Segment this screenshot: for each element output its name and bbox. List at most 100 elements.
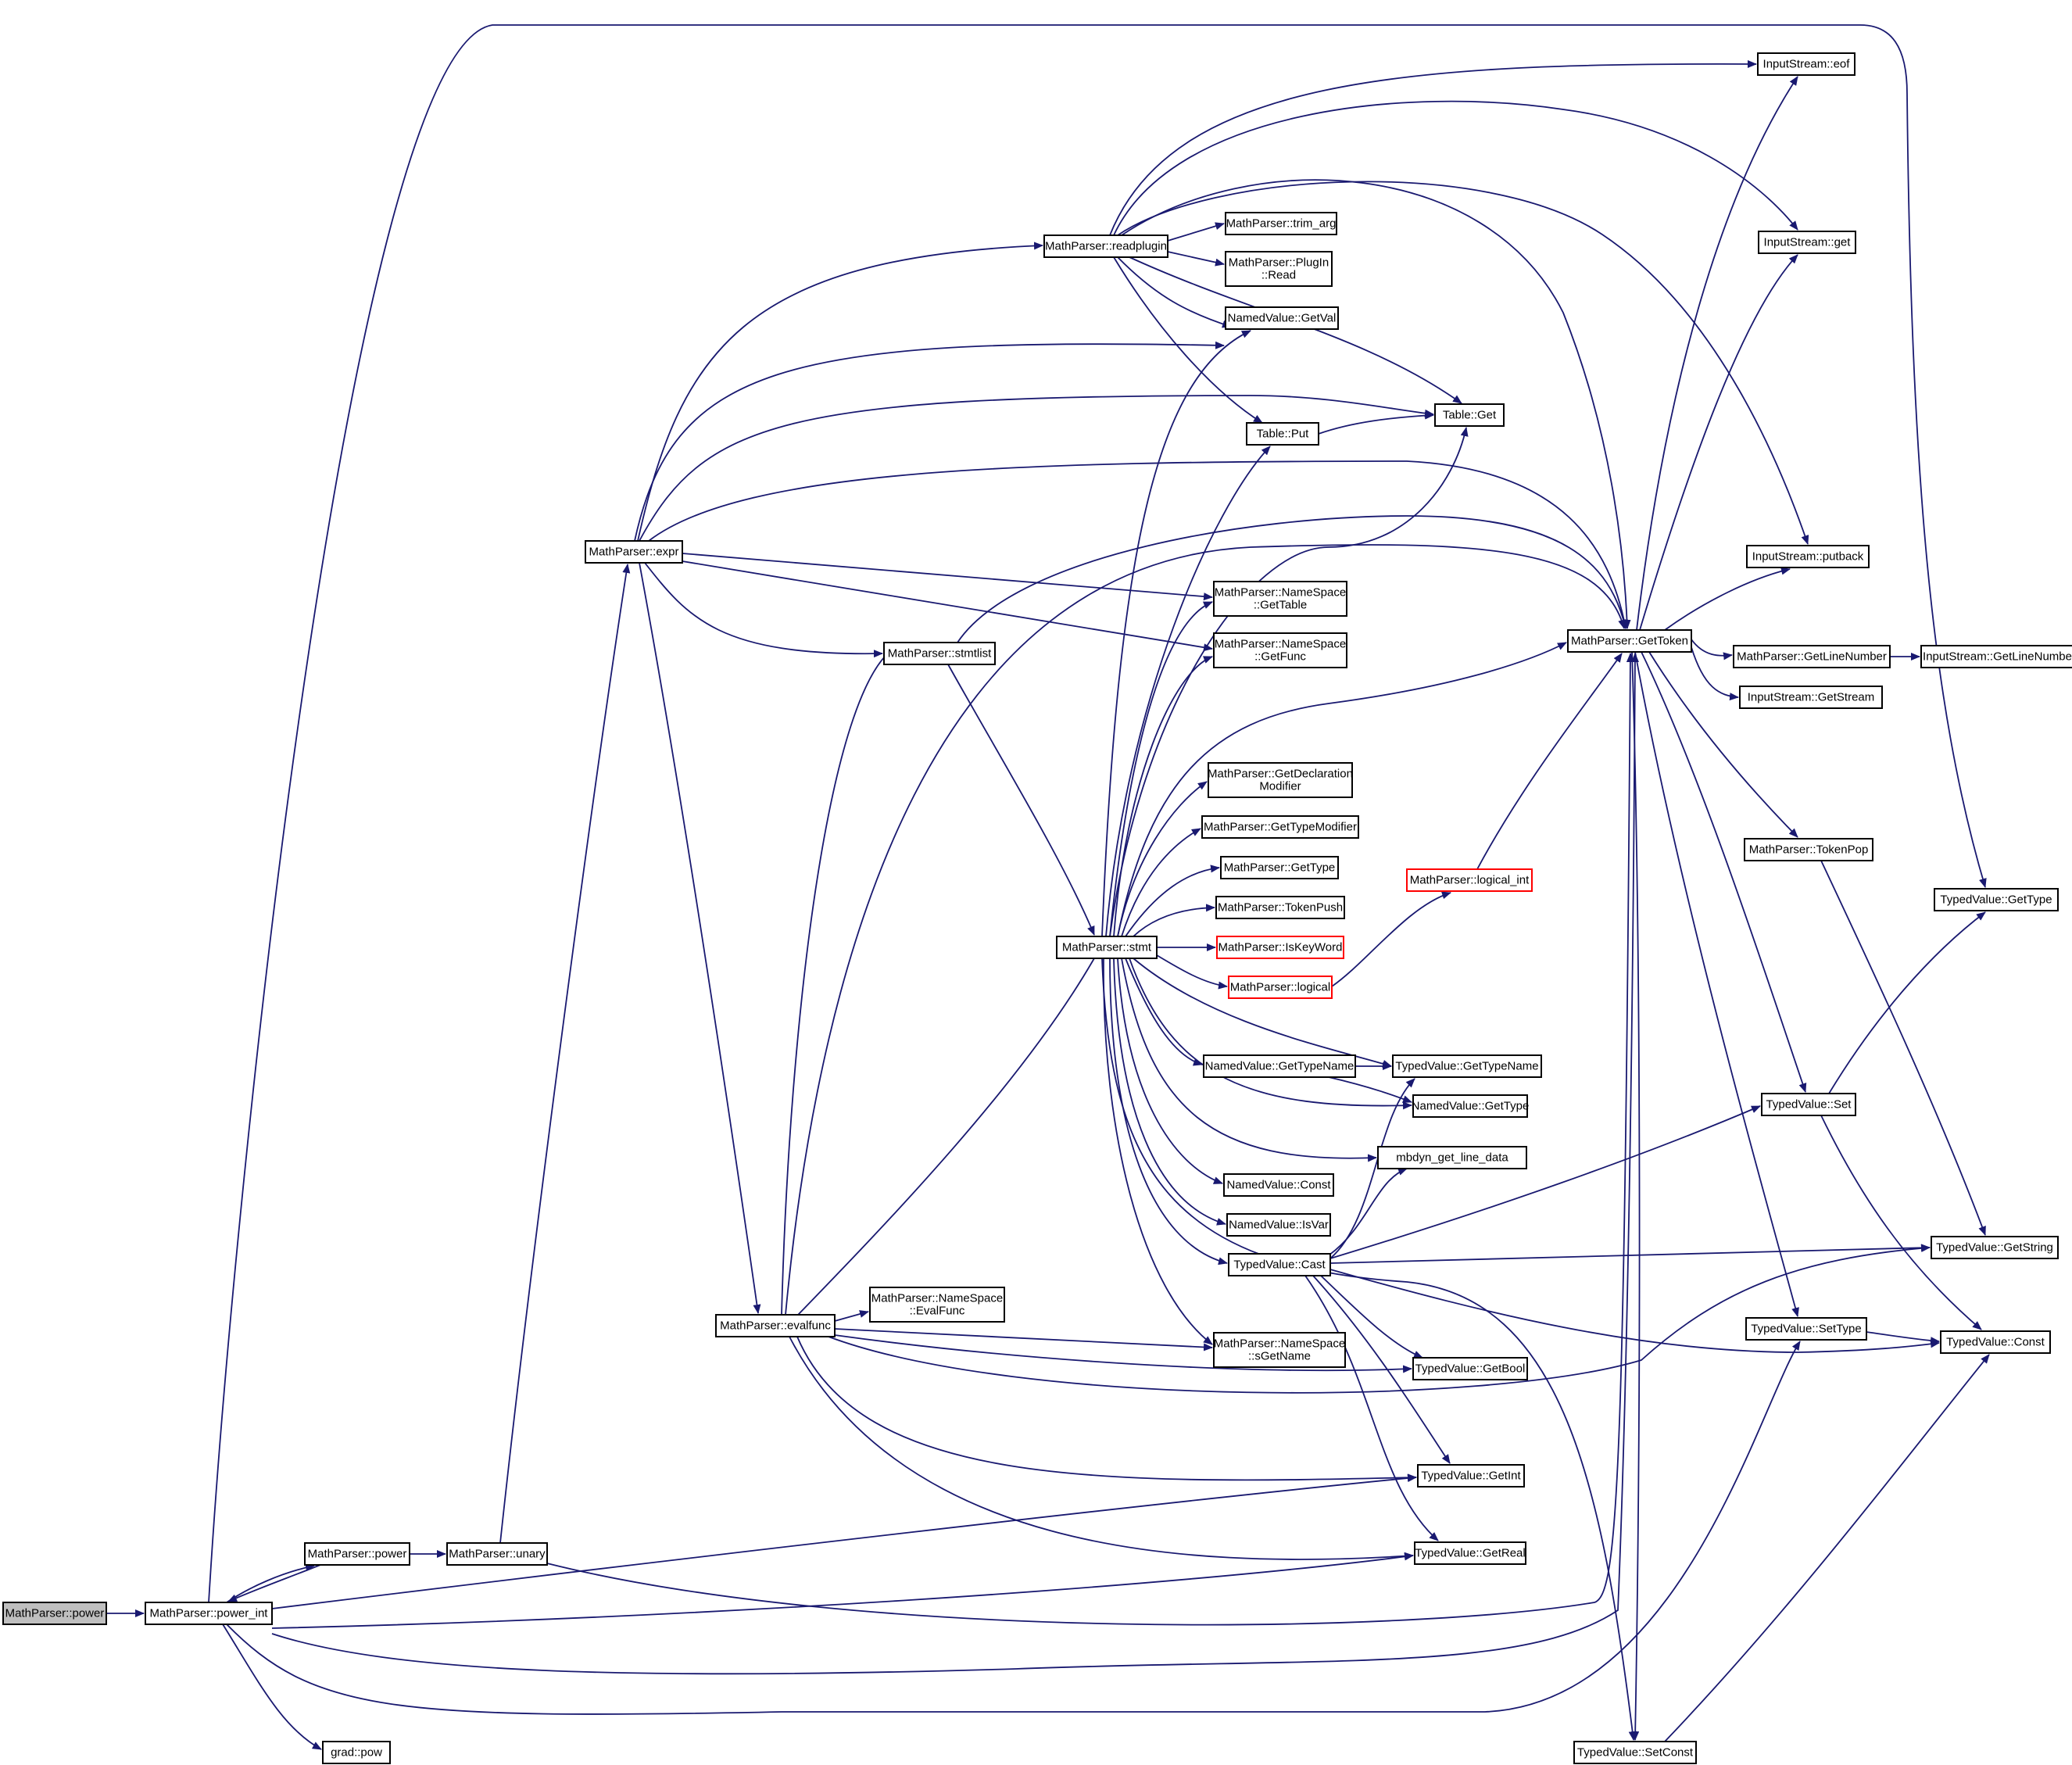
node-tv_gettypename[interactable]: TypedValue::GetTypeName xyxy=(1392,1054,1542,1078)
node-tv_getstring-box xyxy=(1931,1236,2059,1259)
node-plugin_read[interactable]: MathParser::PlugIn::Read xyxy=(1225,251,1333,287)
node-getlinenumber[interactable]: MathParser::GetLineNumber xyxy=(1733,645,1891,668)
node-gettype[interactable]: MathParser::GetType xyxy=(1220,856,1339,879)
node-tv_settype[interactable]: TypedValue::SetType xyxy=(1745,1317,1867,1341)
node-tv_getbool[interactable]: TypedValue::GetBool xyxy=(1412,1357,1528,1380)
node-tv_gettype-label-0: TypedValue::GetType xyxy=(1940,893,2052,907)
node-table_put[interactable]: Table::Put xyxy=(1246,422,1319,446)
node-tv_cast[interactable]: TypedValue::Cast xyxy=(1228,1253,1331,1276)
node-root[interactable]: MathParser::power xyxy=(2,1602,107,1625)
node-is_eof[interactable]: InputStream::eof xyxy=(1757,52,1855,76)
node-is_eof-label-0: InputStream::eof xyxy=(1763,58,1851,71)
node-tokenpop[interactable]: MathParser::TokenPop xyxy=(1744,838,1873,861)
node-tv_getreal[interactable]: TypedValue::GetReal xyxy=(1414,1541,1526,1565)
node-nv_gettypename[interactable]: NamedValue::GetTypeName xyxy=(1203,1054,1356,1078)
node-nv_gettype[interactable]: NamedValue::GetType xyxy=(1412,1094,1530,1118)
node-tv_getstring[interactable]: TypedValue::GetString xyxy=(1931,1236,2059,1259)
edge-stmt-to-gettypemod xyxy=(1121,828,1201,937)
node-stmt-label-0: MathParser::stmt xyxy=(1062,941,1152,954)
node-ns_gettable[interactable]: MathParser::NameSpace::GetTable xyxy=(1213,581,1347,617)
node-nv_gettypename-box xyxy=(1203,1054,1356,1078)
edge-evalfunc-to-tv_getint xyxy=(796,1336,1417,1482)
edge-expr-to-gettoken xyxy=(648,460,1628,629)
node-tv_set-box xyxy=(1761,1093,1856,1116)
node-logical_int[interactable]: MathParser::logical_int xyxy=(1406,868,1533,892)
node-gettypemod[interactable]: MathParser::GetTypeModifier xyxy=(1201,815,1359,839)
node-tv_setconst[interactable]: TypedValue::SetConst xyxy=(1573,1741,1697,1764)
node-nv_isvar[interactable]: NamedValue::IsVar xyxy=(1226,1213,1331,1237)
node-gettoken[interactable]: MathParser::GetToken xyxy=(1567,629,1692,653)
node-is_get[interactable]: InputStream::get xyxy=(1758,231,1856,254)
node-mbdyn[interactable]: mbdyn_get_line_data xyxy=(1377,1146,1527,1169)
node-gettoken-label-0: MathParser::GetToken xyxy=(1571,635,1688,648)
node-expr[interactable]: MathParser::expr xyxy=(585,540,683,564)
node-is_getstream[interactable]: InputStream::GetStream xyxy=(1739,686,1883,709)
node-readplugin[interactable]: MathParser::readplugin xyxy=(1043,234,1168,258)
node-logical_int-box xyxy=(1406,868,1533,892)
node-expr-label-0: MathParser::expr xyxy=(589,546,678,559)
node-stmtlist[interactable]: MathParser::stmtlist xyxy=(883,642,996,665)
node-tv_setconst-box xyxy=(1573,1741,1697,1764)
node-ns_evalfunc[interactable]: MathParser::NameSpace::EvalFunc xyxy=(869,1287,1005,1323)
edge-stmt-to-logical xyxy=(1156,954,1228,990)
node-logical[interactable]: MathParser::logical xyxy=(1228,976,1333,999)
node-unary[interactable]: MathParser::unary xyxy=(446,1542,548,1566)
edge-stmt-to-tv_cast xyxy=(1109,958,1228,1266)
edge-power_int-to-tv_settype xyxy=(226,1341,1801,1715)
node-is_putback-box xyxy=(1746,545,1870,568)
node-root-label-0: MathParser::power xyxy=(5,1607,105,1620)
node-tv_gettype[interactable]: TypedValue::GetType xyxy=(1934,888,2059,911)
node-stmtlist-label-0: MathParser::stmtlist xyxy=(888,647,992,661)
edge-table_put-to-table_get xyxy=(1318,411,1434,435)
node-power[interactable]: MathParser::power xyxy=(304,1542,410,1566)
node-tokenpush[interactable]: MathParser::TokenPush xyxy=(1215,896,1345,919)
node-ns_gettable-label-1: ::GetTable xyxy=(1254,599,1307,612)
node-trim_arg[interactable]: MathParser::trim_arg xyxy=(1225,212,1337,235)
node-ns_gettable-box xyxy=(1213,581,1347,617)
node-tv_set[interactable]: TypedValue::Set xyxy=(1761,1093,1856,1116)
node-stmt-box xyxy=(1056,936,1158,959)
edge-tv_cast-to-tv_getstring xyxy=(1329,1244,1931,1264)
node-getdeclmod-label-0: MathParser::GetDeclaration xyxy=(1208,768,1353,781)
node-stmtlist-box xyxy=(883,642,996,665)
node-mbdyn-box xyxy=(1377,1146,1527,1169)
edge-expr-to-ns_gettable xyxy=(682,553,1213,601)
edge-tv_setconst-to-tv_const xyxy=(1664,1354,1990,1742)
node-iskeyword-label-0: MathParser::IsKeyWord xyxy=(1219,941,1343,954)
node-ns_getfunc[interactable]: MathParser::NameSpace::GetFunc xyxy=(1213,632,1347,668)
edge-gettoken-to-tv_settype xyxy=(1634,651,1799,1317)
node-ns_sgetname[interactable]: MathParser::NameSpace::sGetName xyxy=(1213,1332,1346,1368)
node-stmt[interactable]: MathParser::stmt xyxy=(1056,936,1158,959)
edge-nv_gettypename-to-nv_gettype xyxy=(1328,1076,1412,1103)
edge-gettoken-to-is_getstream xyxy=(1691,646,1739,701)
node-power_int-box xyxy=(145,1602,273,1625)
node-table_put-box xyxy=(1246,422,1319,446)
edge-stmt-to-ns_gettable xyxy=(1109,601,1213,937)
edge-stmt-to-nv_const xyxy=(1117,958,1223,1184)
node-table_get[interactable]: Table::Get xyxy=(1434,403,1505,427)
node-nv_getval-box xyxy=(1225,306,1339,330)
node-nv_getval[interactable]: NamedValue::GetVal xyxy=(1225,306,1339,330)
node-ns_evalfunc-label-1: ::EvalFunc xyxy=(910,1305,965,1318)
node-nv_const[interactable]: NamedValue::Const xyxy=(1223,1173,1334,1197)
node-ns_getfunc-label-1: ::GetFunc xyxy=(1254,650,1306,664)
edge-readplugin-to-table_put xyxy=(1113,256,1263,424)
node-grad_pow[interactable]: grad::pow xyxy=(322,1741,391,1764)
node-gettypemod-box xyxy=(1201,815,1359,839)
node-tv_setconst-label-0: TypedValue::SetConst xyxy=(1577,1746,1694,1760)
edge-expr-to-readplugin xyxy=(637,242,1043,542)
node-evalfunc-box xyxy=(715,1314,836,1337)
edge-power_int-to-grad_pow xyxy=(222,1624,322,1750)
node-is_getlinenumber[interactable]: InputStream::GetLineNumber xyxy=(1920,645,2072,668)
edge-stmt-to-nv_getval xyxy=(1101,330,1251,937)
edge-stmt-to-gettoken xyxy=(1117,642,1567,937)
node-tv_const[interactable]: TypedValue::Const xyxy=(1940,1330,2051,1354)
node-iskeyword[interactable]: MathParser::IsKeyWord xyxy=(1216,936,1344,959)
edge-readplugin-to-trim_arg xyxy=(1167,222,1225,242)
node-evalfunc[interactable]: MathParser::evalfunc xyxy=(715,1314,836,1337)
node-power_int[interactable]: MathParser::power_int xyxy=(145,1602,273,1625)
node-tv_getint[interactable]: TypedValue::GetInt xyxy=(1417,1464,1525,1488)
node-tv_getbool-label-0: TypedValue::GetBool xyxy=(1415,1362,1526,1376)
node-is_putback[interactable]: InputStream::putback xyxy=(1746,545,1870,568)
